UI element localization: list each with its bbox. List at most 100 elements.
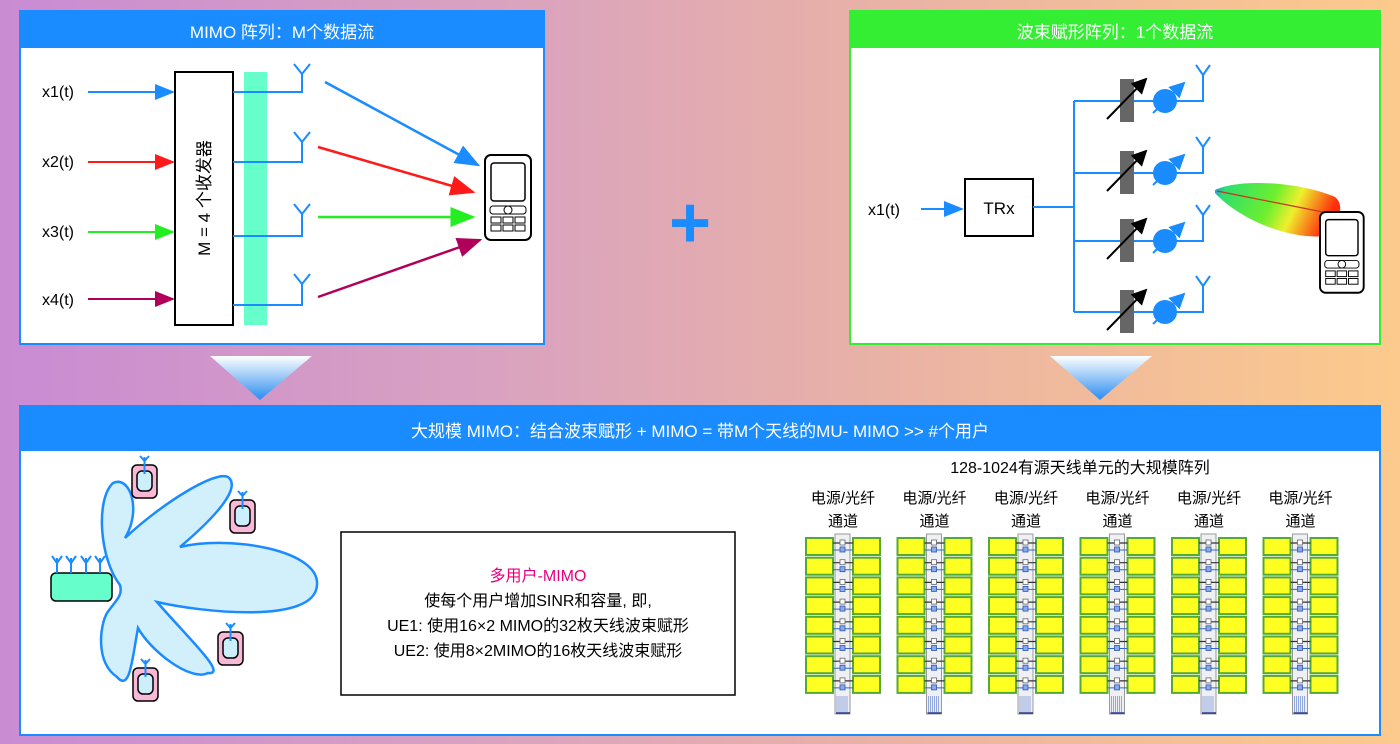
antenna-element bbox=[943, 635, 973, 655]
bf-feed-network bbox=[1033, 101, 1075, 312]
antenna-element bbox=[943, 615, 973, 635]
antenna-element bbox=[1171, 615, 1200, 635]
antenna-element bbox=[943, 674, 973, 694]
antenna-element bbox=[1309, 556, 1339, 576]
antenna-element bbox=[1262, 596, 1292, 616]
transceiver-label: M = 4 个收发器 bbox=[195, 140, 214, 256]
antenna-element bbox=[1079, 576, 1109, 596]
mimo-panel-title: MIMO 阵列：M个数据流 bbox=[21, 12, 543, 48]
antenna-element bbox=[1126, 537, 1156, 556]
antenna-element bbox=[1218, 537, 1247, 556]
antenna-element bbox=[988, 655, 1017, 675]
channel-label: 电源/光纤 bbox=[1177, 490, 1241, 507]
antenna-element bbox=[1035, 655, 1064, 675]
input-label-x1: x1(t) bbox=[42, 84, 74, 101]
plus-sign: + bbox=[669, 183, 711, 263]
antenna-element bbox=[1262, 556, 1292, 576]
antenna-element bbox=[988, 596, 1017, 616]
antenna-element bbox=[852, 674, 881, 694]
channel-label: 电源/光纤 bbox=[994, 490, 1058, 507]
antenna-element bbox=[1079, 674, 1109, 694]
antenna-element bbox=[805, 615, 834, 635]
channel-label: 电源/光纤 bbox=[811, 490, 875, 507]
antenna-element bbox=[852, 556, 881, 576]
antenna-element bbox=[1126, 596, 1156, 616]
antenna-element bbox=[852, 635, 881, 655]
antenna-element bbox=[988, 576, 1017, 596]
antenna-element bbox=[1262, 576, 1292, 596]
user-equipment-icon bbox=[132, 658, 159, 702]
antenna-element bbox=[805, 537, 834, 556]
antenna-feeds bbox=[233, 63, 311, 306]
antenna-element bbox=[1218, 615, 1247, 635]
antenna-element bbox=[1309, 635, 1339, 655]
antenna-element bbox=[1171, 655, 1200, 675]
input-arrows bbox=[88, 84, 175, 307]
antenna-element bbox=[896, 596, 926, 616]
antenna-element bbox=[1126, 635, 1156, 655]
user-equipment-icon bbox=[229, 490, 256, 534]
antenna-element bbox=[1309, 655, 1339, 675]
antenna-element bbox=[943, 537, 973, 556]
antenna-element bbox=[896, 537, 926, 556]
antenna-element bbox=[805, 674, 834, 694]
antenna-element bbox=[988, 674, 1017, 694]
antenna-element bbox=[1218, 596, 1247, 616]
antenna-element bbox=[1079, 596, 1109, 616]
user-equipment-icon bbox=[217, 622, 244, 666]
antenna-element bbox=[1309, 596, 1339, 616]
beam-lobe bbox=[1215, 182, 1341, 237]
attenuator-icon bbox=[1120, 151, 1134, 194]
antenna-element bbox=[1035, 576, 1064, 596]
bf-branch bbox=[1074, 136, 1211, 194]
array-title: 128-1024有源天线单元的大规模阵列 bbox=[950, 459, 1210, 477]
antenna-element bbox=[943, 556, 973, 576]
variable-gain-arrow-icon bbox=[1106, 149, 1148, 192]
variable-gain-arrow-icon bbox=[1106, 288, 1148, 331]
antenna-element bbox=[1171, 537, 1200, 556]
antenna-element bbox=[852, 655, 881, 675]
beamforming-panel-title: 波束赋形阵列：1个数据流 bbox=[851, 12, 1379, 48]
antenna-element bbox=[1218, 635, 1247, 655]
bf-branch bbox=[1074, 275, 1211, 333]
antenna-element bbox=[1262, 635, 1292, 655]
channel-label: 通道 bbox=[1011, 513, 1041, 530]
variable-gain-arrow-icon bbox=[1106, 217, 1148, 260]
bf-branch bbox=[1074, 204, 1211, 262]
antenna-element bbox=[805, 655, 834, 675]
antenna-element bbox=[852, 576, 881, 596]
antenna-element bbox=[1171, 576, 1200, 596]
trx-box bbox=[964, 178, 1034, 237]
mobile-phone-icon bbox=[484, 154, 532, 241]
antenna-element bbox=[1035, 537, 1064, 556]
info-line: UE1: 使用16×2 MIMO的32枚天线波束赋形 bbox=[387, 617, 689, 635]
channel-label: 电源/光纤 bbox=[1268, 490, 1332, 507]
attenuator-icon bbox=[1120, 219, 1134, 262]
info-line: 使每个用户增加SINR和容量, 即, bbox=[424, 592, 652, 610]
input-label-x2: x2(t) bbox=[42, 154, 74, 171]
antenna-element bbox=[805, 596, 834, 616]
antenna-element bbox=[805, 635, 834, 655]
user-equipment-icon bbox=[131, 455, 158, 499]
antenna-array: 电源/光纤通道电源/光纤通道电源/光纤通道电源/光纤通道电源/光纤通道电源/光纤… bbox=[805, 490, 1339, 715]
channel-label: 电源/光纤 bbox=[1085, 490, 1149, 507]
antenna-element bbox=[1079, 635, 1109, 655]
combiner-bar bbox=[244, 72, 267, 325]
antenna-element bbox=[1262, 537, 1292, 556]
antenna-element bbox=[988, 537, 1017, 556]
antenna-element bbox=[1126, 615, 1156, 635]
input-label-x4: x4(t) bbox=[42, 292, 74, 309]
bf-branches bbox=[1074, 64, 1211, 333]
input-labels: x1(t) x2(t) x3(t) x4(t) bbox=[42, 84, 74, 309]
antenna-element bbox=[1309, 576, 1339, 596]
antenna-element bbox=[1309, 537, 1339, 556]
antenna-element bbox=[1126, 556, 1156, 576]
antenna-element bbox=[1079, 615, 1109, 635]
info-line: UE2: 使用8×2MIMO的16枚天线波束赋形 bbox=[394, 642, 683, 660]
antenna-element bbox=[852, 537, 881, 556]
